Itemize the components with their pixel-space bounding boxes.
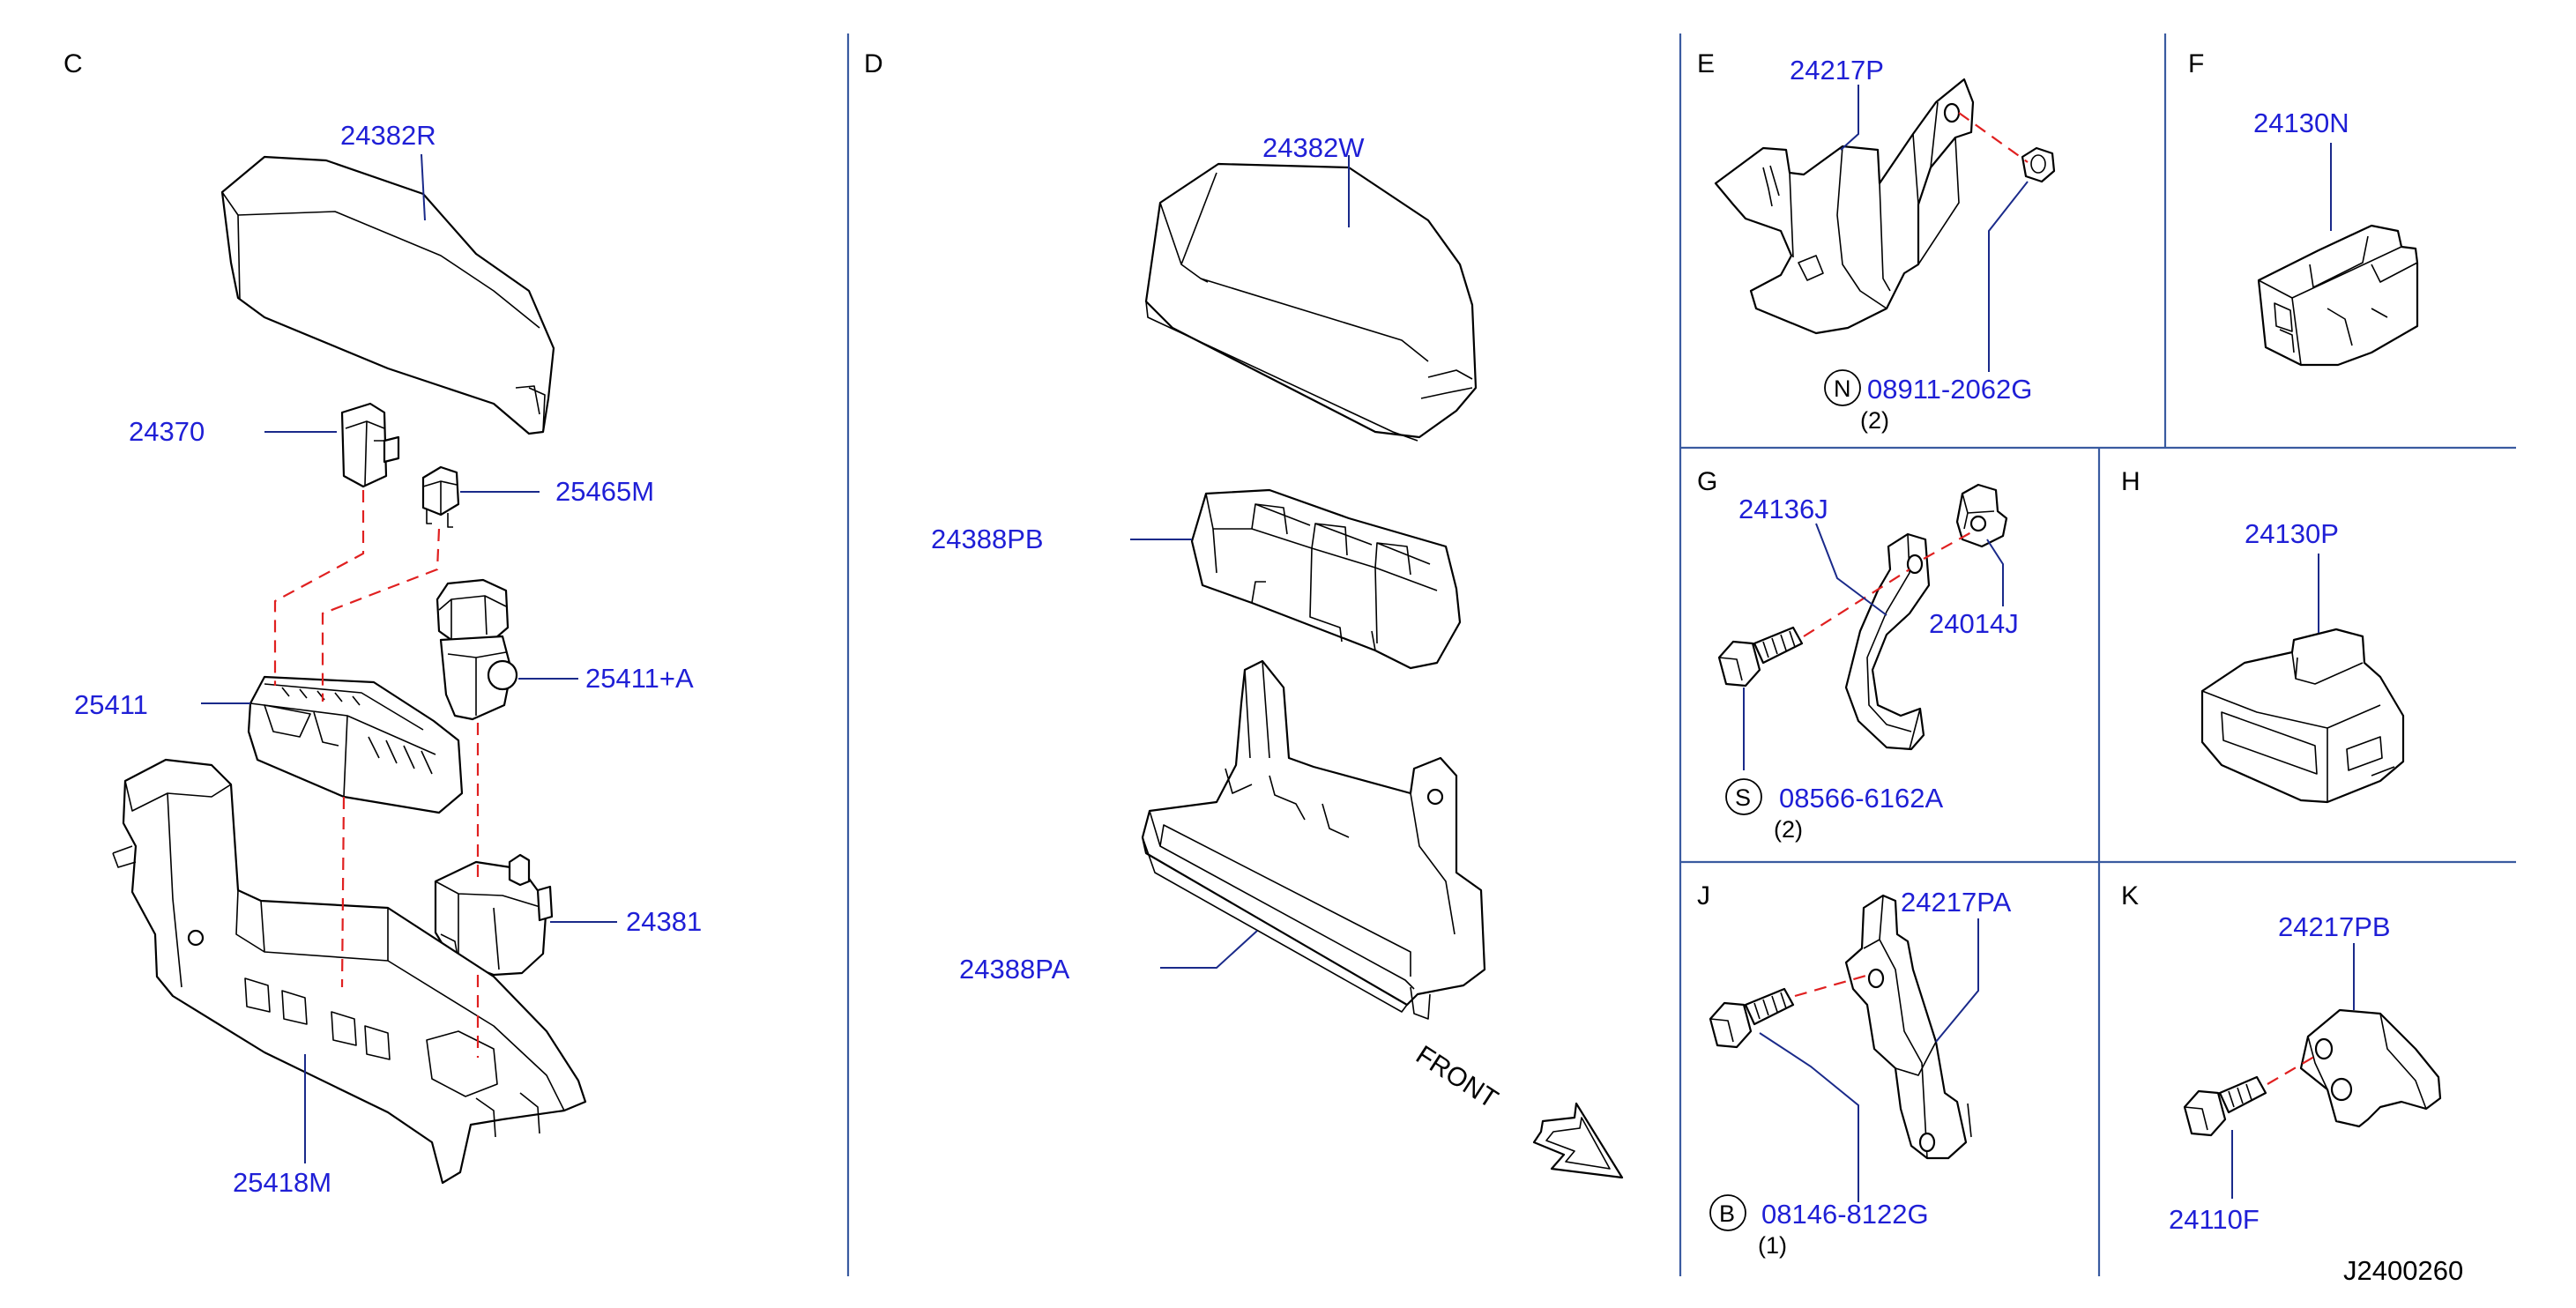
clamp-24136j-drawing [1844, 532, 1931, 751]
front-label: FRONT [1411, 1040, 1503, 1114]
leaders-g [1743, 523, 2004, 770]
leaders-e [1840, 85, 2029, 372]
qty-j: (1) [1758, 1232, 1787, 1259]
bolt-08566-drawing [1717, 626, 1804, 687]
leaders-c [201, 153, 617, 1163]
connector-24130n-drawing [2257, 224, 2419, 367]
label-08146-8122g: 08146-8122G [1761, 1199, 1929, 1230]
label-24136j: 24136J [1738, 494, 1828, 524]
assembly-line-g [1803, 531, 1972, 637]
section-f: 24130N [2253, 108, 2419, 367]
leaders-k [2231, 943, 2355, 1199]
holder-24388pb-drawing [1190, 488, 1462, 670]
fastener-symbol-b: B [1719, 1200, 1735, 1227]
section-letter-c: C [63, 49, 83, 78]
label-24217pb: 24217PB [2278, 911, 2391, 942]
label-24382w: 24382W [1262, 132, 1365, 163]
label-25411a: 25411+A [585, 663, 694, 694]
label-24130p: 24130P [2245, 518, 2339, 549]
bracket-24217pa-drawing [1844, 894, 1972, 1160]
leaders-j [1759, 918, 1979, 1202]
bracket-25418m-drawing [112, 758, 587, 1185]
section-k: 24217PB 24110F [2169, 911, 2442, 1235]
qty-g: (2) [1774, 816, 1803, 843]
bolt-24110f-drawing [2183, 1075, 2267, 1137]
label-24388pb: 24388PB [931, 524, 1044, 554]
bracket-24217pb-drawing [2299, 1008, 2442, 1128]
assembly-lines-c [273, 490, 480, 1058]
section-letter-e: E [1697, 49, 1715, 78]
section-j: 24217PA B 08146-8122G (1) [1709, 887, 2012, 1259]
section-letter-g: G [1697, 467, 1717, 496]
section-h: 24130P [2200, 518, 2405, 804]
nut-drawing [2021, 146, 2056, 183]
label-08911-2062g: 08911-2062G [1867, 374, 2032, 405]
front-arrow-icon [1532, 1102, 1624, 1179]
section-letter-h: H [2121, 467, 2140, 496]
section-letters: C D E F G H J K [63, 49, 2204, 910]
clip-24014j-drawing [1955, 483, 2008, 548]
label-24110f: 24110F [2169, 1204, 2260, 1235]
section-e: 24217P N 08911-2062G (2) [1714, 55, 2056, 434]
section-d: 24382W 24388PB 24388PA FRONT [931, 132, 1624, 1179]
frame-24388pa-drawing [1141, 659, 1486, 1020]
section-letter-f: F [2188, 49, 2204, 78]
assembly-line-k [2267, 1053, 2319, 1085]
label-24217p: 24217P [1790, 55, 1884, 85]
assembly-line-e [1958, 112, 2029, 163]
reference-code: J2400260 [2343, 1255, 2463, 1286]
label-24014j: 24014J [1929, 608, 2019, 639]
cover-24382r-drawing [220, 155, 555, 435]
section-letter-k: K [2121, 881, 2139, 910]
label-24388pa: 24388PA [959, 954, 1070, 985]
qty-e: (2) [1860, 407, 1889, 434]
label-25465m: 25465M [555, 476, 654, 507]
section-dividers [846, 33, 2516, 1276]
label-25418m: 25418M [233, 1167, 331, 1198]
label-24381: 24381 [626, 906, 702, 937]
label-24130n: 24130N [2253, 108, 2349, 138]
bolt-08146-drawing [1709, 987, 1795, 1049]
section-letter-j: J [1697, 881, 1710, 910]
leaders-d [1130, 155, 1350, 969]
section-g: 24136J 24014J S 08566-6162A (2) [1717, 483, 2019, 843]
fastener-symbol-s-icon [1725, 778, 1762, 815]
front-arrow-inner [1545, 1117, 1611, 1170]
section-c: 24382R 24370 25465M 25411 25411+A 24381 … [74, 120, 702, 1198]
assembly-line-j [1794, 973, 1870, 998]
fastener-symbol-s: S [1735, 784, 1751, 811]
label-24370: 24370 [129, 416, 205, 447]
section-letter-d: D [864, 49, 883, 78]
fastener-symbol-n: N [1834, 375, 1851, 402]
fuse-25465m-drawing [421, 465, 460, 528]
label-24382r: 24382R [340, 120, 436, 151]
label-24217pa: 24217PA [1901, 887, 2012, 918]
bracket-24217p-drawing [1714, 78, 1975, 335]
fastener-symbol-b-icon [1709, 1194, 1746, 1231]
unit-24130p-drawing [2200, 628, 2405, 804]
connector-25411a-drawing [436, 578, 518, 721]
label-08566-6162a: 08566-6162A [1779, 783, 1943, 814]
cover-24382w-drawing [1144, 162, 1478, 442]
label-25411: 25411 [74, 689, 148, 720]
fastener-symbol-n-icon [1824, 369, 1861, 406]
relay-24370-drawing [340, 402, 400, 488]
fuse-block-25411-drawing [247, 675, 464, 814]
